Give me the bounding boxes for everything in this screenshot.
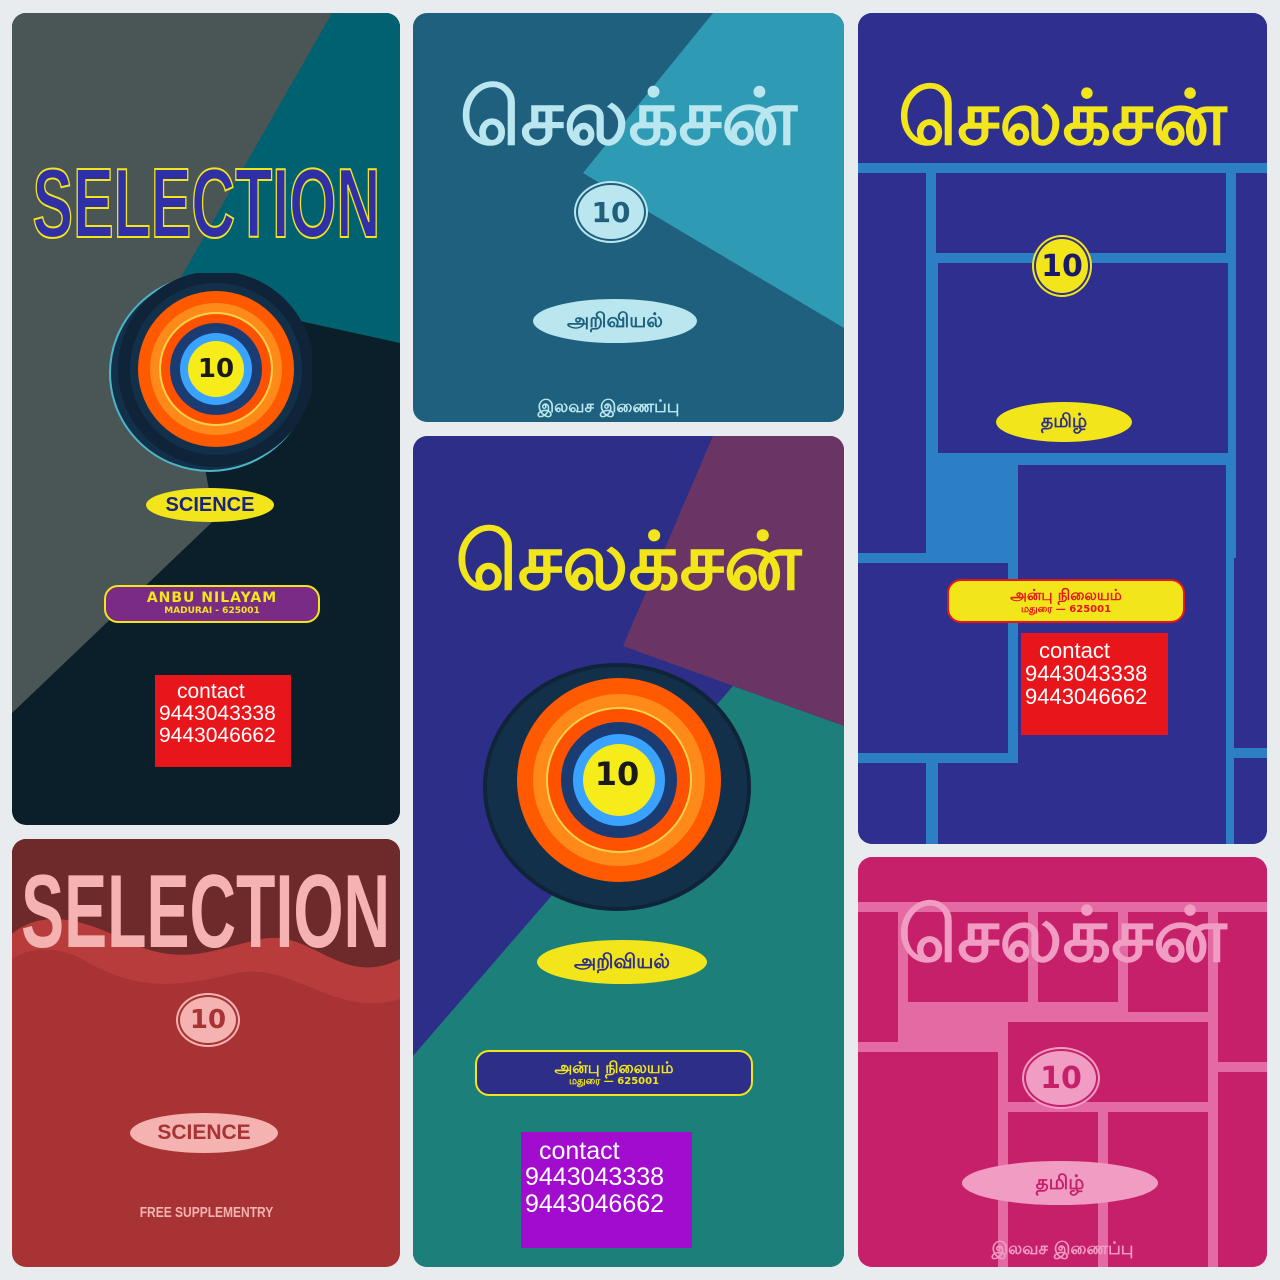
phone-2: 9443046662 (159, 724, 276, 748)
radial-emblem (483, 662, 751, 912)
cover-title: செலக்சன் (898, 73, 1227, 162)
publisher-name: ANBU NILAYAM (146, 590, 278, 607)
cover-title: செலக்சன் (459, 73, 798, 163)
subject-pill: தமிழ் (996, 402, 1132, 442)
subject-pill: அறிவியல் (537, 940, 707, 984)
cover-title: SELECTION (32, 147, 381, 259)
subject-label: SCIENCE (165, 493, 255, 516)
book-cover-tamil-supplement[interactable]: செலக்சன் 10 தமிழ் இலவச இணைப்பு (858, 857, 1267, 1267)
subject-label: தமிழ் (1035, 1169, 1085, 1194)
book-cover-ariviyal-main[interactable]: செலக்சன் 10 அறிவியல் அன்பு நிலையம் மதுரை… (413, 436, 844, 1267)
subject-label: SCIENCE (157, 1121, 251, 1144)
subject-label: அறிவியல் (567, 307, 663, 332)
book-cover-tamil[interactable]: செலக்சன் 10 தமிழ் அன்பு நிலையம் மதுரை — … (858, 13, 1267, 844)
cover-title: செலக்சன் (898, 890, 1227, 979)
grade-number: 10 (189, 1005, 227, 1035)
grade-badge: 10 (1024, 1049, 1098, 1107)
grade-badge: 10 (1034, 237, 1090, 295)
grade-number: 10 (1040, 1060, 1082, 1096)
publisher-city: மதுரை — 625001 (1020, 603, 1112, 615)
cover-background (12, 839, 400, 1267)
publisher-name: அன்பு நிலையம் (554, 1057, 674, 1077)
contact-box: contact 9443043338 9443046662 (1021, 633, 1168, 735)
grade-number: 10 (1041, 248, 1083, 284)
contact-label: contact (539, 1137, 620, 1165)
contact-label: contact (177, 680, 245, 703)
phone-1: 9443043338 (525, 1163, 665, 1192)
grade-number: 10 (594, 755, 640, 793)
subject-pill: SCIENCE (130, 1113, 278, 1153)
grade-number: 10 (197, 354, 235, 384)
subject-pill: SCIENCE (146, 488, 274, 522)
supplement-label: இலவச இணைப்பு (537, 397, 680, 417)
phone-1: 9443043338 (159, 702, 276, 726)
publisher-city: MADURAI - 625001 (164, 605, 260, 616)
publisher-box: ANBU NILAYAM MADURAI - 625001 (104, 585, 320, 623)
subject-label: தமிழ் (1040, 409, 1088, 432)
book-cover-ariviyal-supplement[interactable]: செலக்சன் 10 அறிவியல் இலவச இணைப்பு (413, 13, 844, 422)
grade-badge: 10 (576, 183, 646, 241)
supplement-label: FREE SUPPLEMENTRY (139, 1203, 273, 1221)
publisher-name: அன்பு நிலையம் (1010, 586, 1122, 605)
grade-badge: 10 (178, 995, 238, 1045)
publisher-city: மதுரை — 625001 (568, 1076, 660, 1088)
subject-pill: தமிழ் (962, 1161, 1158, 1205)
contact-box: contact 9443043338 9443046662 (155, 675, 291, 767)
cover-title: செலக்சன் (455, 515, 802, 608)
subject-label: அறிவியல் (574, 948, 670, 973)
grade-number: 10 (591, 195, 631, 229)
phone-2: 9443046662 (525, 1189, 665, 1218)
emblem-graphic (109, 271, 314, 472)
publisher-box: அன்பு நிலையம் மதுரை — 625001 (475, 1050, 753, 1096)
cover-title: SELECTION (21, 853, 391, 970)
contact-box: contact 9443043338 9443046662 (521, 1132, 692, 1248)
publisher-box: அன்பு நிலையம் மதுரை — 625001 (947, 579, 1185, 623)
supplement-label: இலவச இணைப்பு (991, 1239, 1134, 1259)
book-cover-selection-supplement[interactable]: SELECTION 10 SCIENCE FREE SUPPLEMENTRY (12, 839, 400, 1267)
emblem-graphic (483, 663, 751, 911)
radial-emblem (108, 271, 314, 473)
book-cover-selection-science[interactable]: SELECTION 10 SCIENCE ANBU NILAYAM MADURA… (12, 13, 400, 825)
subject-pill: அறிவியல் (533, 299, 697, 343)
phone-1: 9443043338 (1025, 661, 1148, 687)
phone-2: 9443046662 (1025, 684, 1148, 710)
contact-label: contact (1039, 638, 1110, 663)
